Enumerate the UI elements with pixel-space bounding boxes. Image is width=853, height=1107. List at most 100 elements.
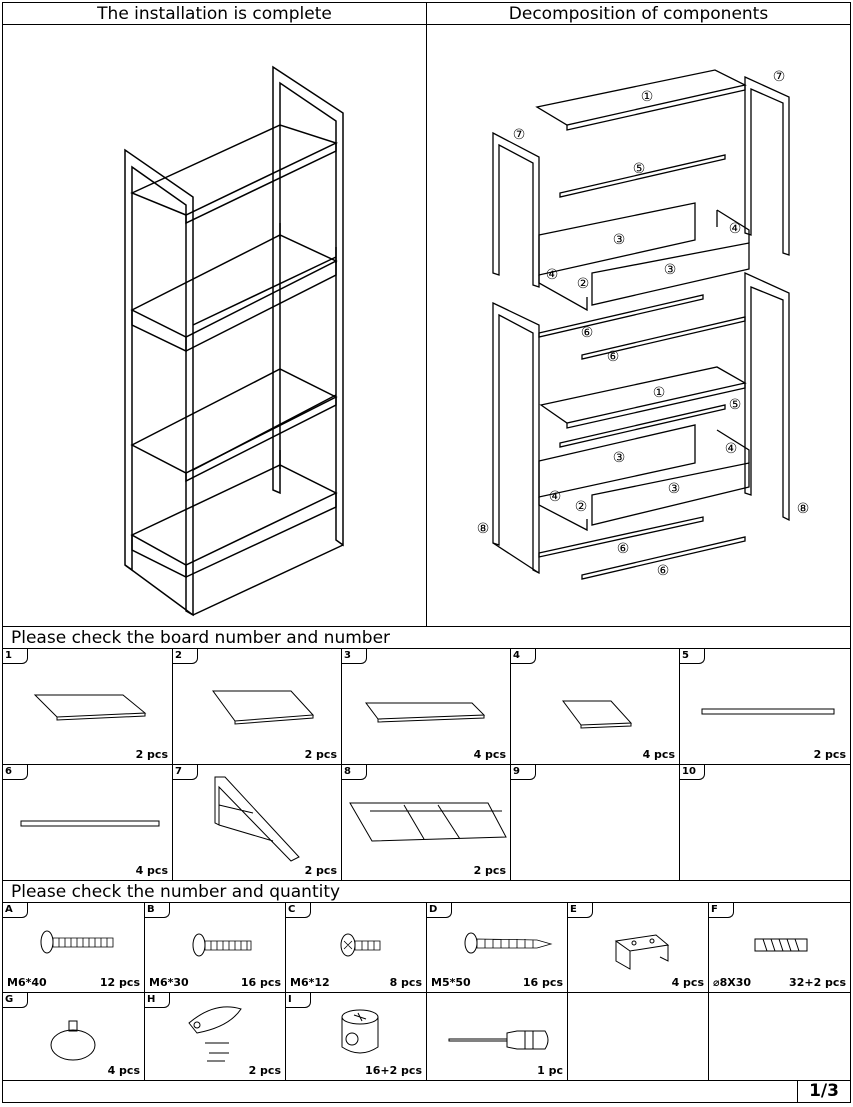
hardware-size: M6*40 [7,976,47,989]
label-4-b: ④ [546,267,559,283]
label-5-top: ⑤ [633,161,646,177]
hardware-letter: E [568,903,593,918]
board-8-icon [349,802,507,842]
label-8-left: ⑧ [477,521,490,537]
hardware-cell-screwdriver: 1 pc [427,993,568,1081]
exploded-parts-drawing: ① ⑤ ③ ④ ④ ② ③ ⑥ ⑥ ① ⑤ ③ ④ ④ ② ③ ⑥ ⑥ ⑦ ⑦ [477,69,810,580]
board-number: 5 [680,649,705,664]
board-2-icon [212,690,315,725]
label-6-c: ⑥ [617,541,630,557]
installed-title: The installation is complete [3,3,427,25]
hardware-letter: I [286,993,311,1008]
board-qty: 2 pcs [813,748,846,761]
hardware-cell-i: I 16+2 pcs [286,993,427,1081]
board-number: 10 [680,765,705,780]
board-cell-2: 2 2 pcs [173,649,342,765]
hardware-qty: 16+2 pcs [365,1064,422,1077]
boards-section-title: Please check the board number and number [3,627,850,649]
hardware-letter: B [145,903,170,918]
board-qty: 2 pcs [473,864,506,877]
bolt-icon [40,930,114,954]
board-qty: 4 pcs [473,748,506,761]
hardware-cell-empty-1 [568,993,709,1081]
hardware-qty: 2 pcs [248,1064,281,1077]
board-cell-8: 8 2 pcs [342,765,511,881]
label-5-mid: ⑤ [729,397,742,413]
hardware-size: M5*50 [431,976,471,989]
label-3-b: ③ [664,262,677,278]
bolt-icon [340,933,381,957]
exploded-view: ① ⑤ ③ ④ ④ ② ③ ⑥ ⑥ ① ⑤ ③ ④ ④ ② ③ ⑥ ⑥ ⑦ ⑦ [427,25,850,627]
hardware-qty: 16 pcs [522,976,563,989]
hardware-letter: C [286,903,311,918]
foot-pad-icon [50,1020,96,1061]
board-number: 6 [3,765,28,780]
board-number: 1 [3,649,28,664]
board-qty: 2 pcs [304,748,337,761]
hardware-qty: 8 pcs [389,976,422,989]
label-4-d: ④ [549,489,562,505]
board-cell-1: 1 2 pcs [3,649,173,765]
hardware-qty: 16 pcs [240,976,281,989]
hardware-qty: 12 pcs [99,976,140,989]
board-number: 8 [342,765,367,780]
assembled-shelf-drawing [124,65,344,617]
hardware-cell-f: F ⌀8X30 32+2 pcs [709,903,850,993]
label-4-c: ④ [725,441,738,457]
board-1-icon [33,694,147,721]
hardware-qty: 4 pcs [107,1064,140,1077]
label-8-right: ⑧ [797,501,810,517]
label-1-top: ① [641,89,654,105]
hardware-letter: H [145,993,170,1008]
hardware-cell-e: E 4 pcs [568,903,709,993]
board-cell-10: 10 [680,765,850,881]
hardware-size: ⌀8X30 [713,976,752,989]
cam-lock-icon [341,1009,379,1054]
board-cell-3: 3 4 pcs [342,649,511,765]
assembled-view [3,25,427,627]
bracket-icon [614,934,670,970]
board-7-icon [214,776,300,862]
label-6-a: ⑥ [581,325,594,341]
label-3-c: ③ [613,450,626,466]
dowel-icon [754,938,808,952]
board-3-icon [365,702,486,723]
hardware-qty: 1 pc [537,1064,563,1077]
board-number: 2 [173,649,198,664]
components-title: Decomposition of components [427,3,850,25]
hardware-size: M6*30 [149,976,189,989]
hardware-letter: D [427,903,452,918]
hardware-qty: 4 pcs [671,976,704,989]
hardware-cell-g: G 4 pcs [3,993,145,1081]
board-cell-9: 9 [511,765,680,881]
page-number: 1/3 [797,1081,850,1102]
label-3-a: ③ [613,232,626,248]
board-cell-5: 5 2 pcs [680,649,850,765]
wood-screw-icon [464,932,553,954]
label-6-d: ⑥ [657,563,670,579]
hardware-cell-c: C M6*12 8 pcs [286,903,427,993]
hardware-cell-a: A M6*40 12 pcs [3,903,145,993]
label-1-mid: ① [653,385,666,401]
board-qty: 2 pcs [304,864,337,877]
hardware-letter: G [3,993,28,1008]
label-2-b: ② [575,499,588,515]
hardware-cell-d: D M5*50 16 pcs [427,903,568,993]
board-cell-7: 7 2 pcs [173,765,342,881]
label-7-left: ⑦ [513,127,526,143]
board-number: 3 [342,649,367,664]
hardware-letter: F [709,903,734,918]
board-qty: 4 pcs [135,864,168,877]
board-4-icon [562,700,633,729]
label-7-right: ⑦ [773,69,786,85]
hardware-size: M6*12 [290,976,330,989]
hardware-cell-h: H 2 pcs [145,993,286,1081]
board-cell-6: 6 4 pcs [3,765,173,881]
board-qty: 2 pcs [135,748,168,761]
hardware-letter: A [3,903,28,918]
board-cell-4: 4 4 pcs [511,649,680,765]
label-4-a: ④ [729,221,742,237]
board-6-icon [20,820,160,827]
label-2-a: ② [577,276,590,292]
